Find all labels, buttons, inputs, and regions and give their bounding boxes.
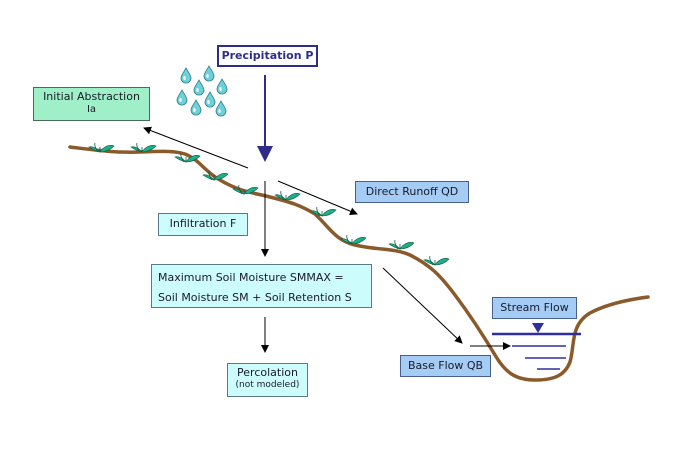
water-level-triangle-icon — [532, 323, 544, 333]
raindrop-icon — [203, 65, 215, 82]
smmax-line-1: Maximum Soil Moisture SMMAX = — [158, 271, 344, 284]
baseflow-diagonal-arrow — [382, 267, 463, 344]
abstraction-arrow — [143, 126, 249, 169]
infiltration-label: Infiltration F — [158, 213, 248, 236]
raindrop-icon — [204, 91, 216, 108]
smmax-line-2: Soil Moisture SM + Soil Retention S — [158, 291, 352, 304]
ground-slope — [68, 145, 650, 382]
soil-moisture-equation: Maximum Soil Moisture SMMAX = Soil Moist… — [151, 264, 372, 308]
base-flow-label: Base Flow QB — [400, 355, 491, 377]
raindrop-icon — [193, 79, 205, 96]
precipitation-label: Precipitation P — [217, 45, 318, 67]
raindrop-icon — [190, 99, 202, 116]
raindrop-icon — [216, 78, 228, 95]
initial-abstraction-label: Initial Abstraction Ia — [33, 87, 150, 121]
plant-icon — [388, 239, 415, 250]
initial-abstraction-text: Initial Abstraction — [43, 90, 140, 103]
percolation-text: Percolation — [237, 366, 298, 379]
raindrop-icon — [180, 67, 192, 84]
percolation-note: (not modeled) — [235, 379, 300, 390]
raindrop-icon — [215, 100, 227, 117]
initial-abstraction-symbol: Ia — [86, 103, 97, 115]
stream-flow-label: Stream Flow — [492, 297, 577, 319]
percolation-label: Percolation (not modeled) — [227, 363, 308, 397]
raindrop-icon — [176, 89, 188, 106]
runoff-arrow — [277, 180, 358, 215]
direct-runoff-label: Direct Runoff QD — [355, 181, 469, 203]
